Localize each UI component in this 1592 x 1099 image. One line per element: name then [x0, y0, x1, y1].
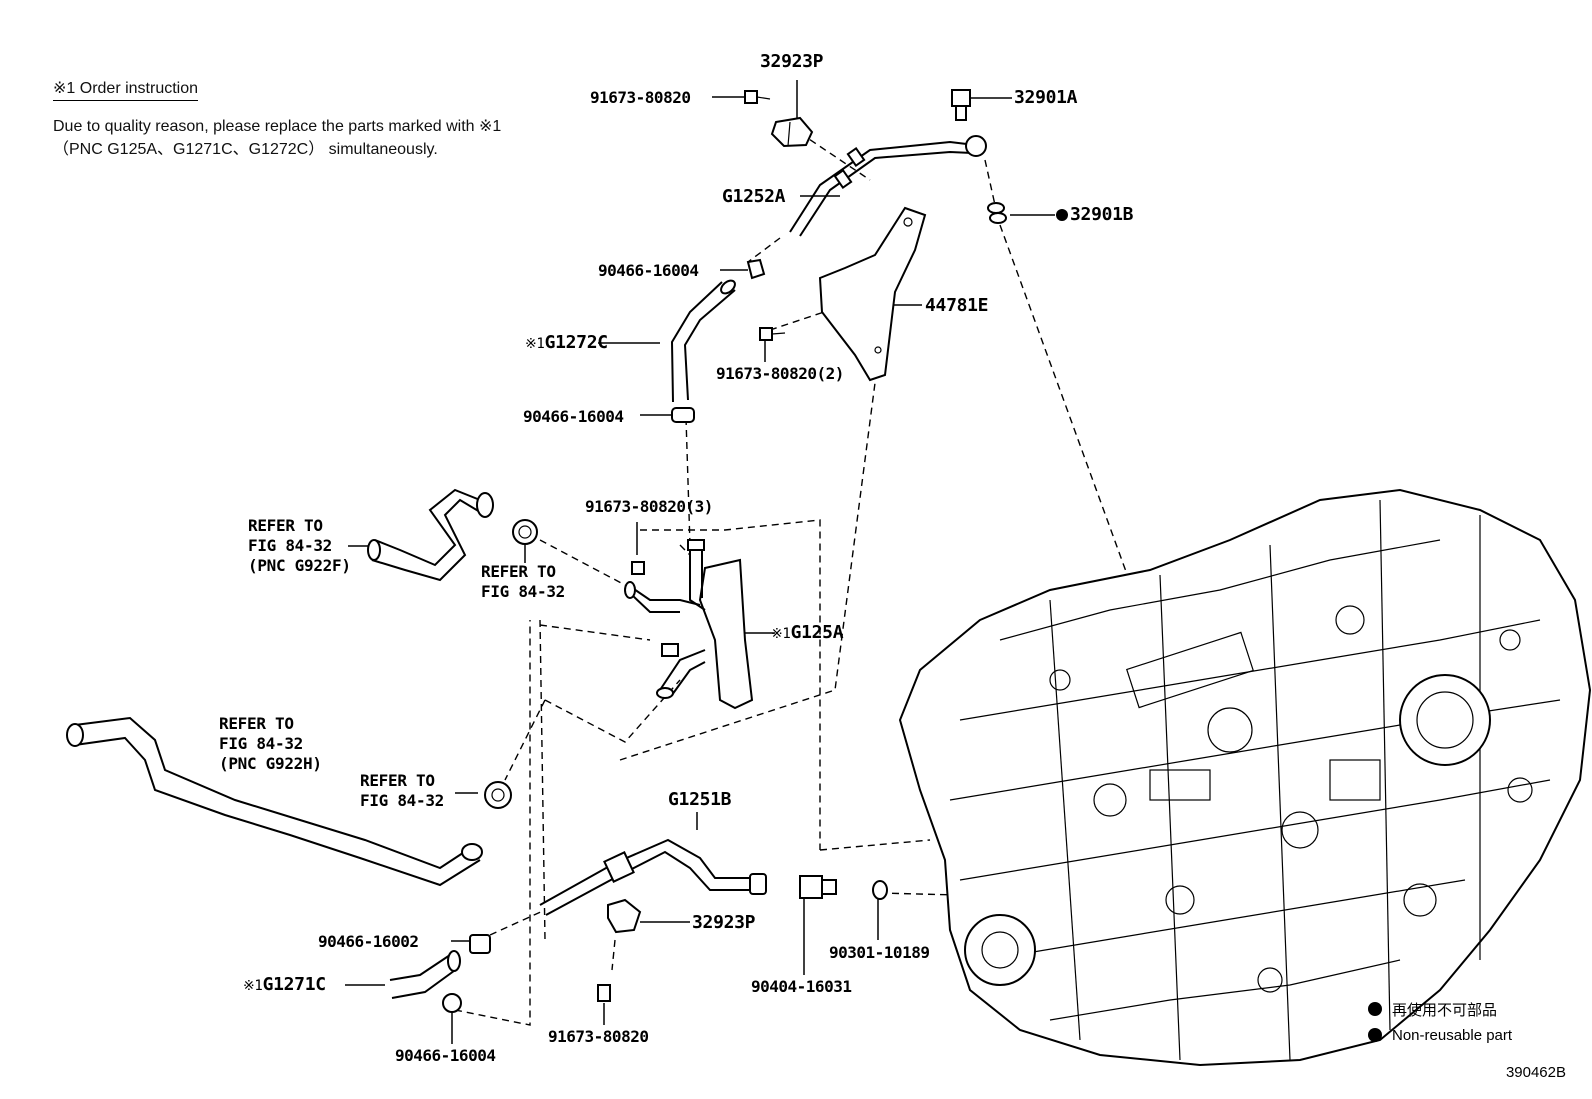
legend-text-en: Non-reusable part	[1392, 1026, 1513, 1044]
clip-refer-top	[512, 519, 538, 545]
bolt-91673-top	[744, 90, 771, 104]
refer-line: FIG 84-32	[248, 536, 332, 555]
clamp-32923p-top	[770, 116, 814, 148]
label-g1252a: G1252A	[722, 186, 786, 207]
gasket-90301-10189	[872, 880, 888, 900]
pipe-g1251b	[539, 838, 767, 916]
label-g1251b: G1251B	[668, 789, 732, 810]
refer-fig-84-32-a: REFER TO FIG 84-32	[481, 562, 565, 602]
legend-dot-icon	[1368, 1028, 1382, 1042]
label-g1272c-text: G1272C	[544, 332, 609, 353]
mark-prefix: ※1	[243, 978, 263, 994]
label-g1271c-text: G1271C	[262, 974, 327, 995]
clip-90466-16004-a	[746, 258, 766, 280]
label-90404-16031: 90404-16031	[751, 977, 852, 996]
refer-line: FIG 84-32	[360, 791, 444, 810]
union-90404-16031	[799, 875, 837, 899]
notice-line-1: Due to quality reason, please replace th…	[53, 118, 502, 135]
refer-line: FIG 84-32	[219, 734, 303, 753]
union-bolt-32901a	[951, 89, 971, 121]
hose-g1271c	[389, 950, 461, 999]
clip-90466-16004-c	[442, 993, 462, 1013]
label-91673-80820-top: 91673-80820	[590, 88, 691, 107]
label-90466-16004-a: 90466-16004	[598, 261, 699, 280]
refer-line: (PNC G922H)	[219, 754, 322, 773]
bolt-91673-bottom	[597, 984, 611, 1002]
label-90466-16004-c: 90466-16004	[395, 1046, 496, 1065]
label-32923p-bottom: 32923P	[692, 912, 756, 933]
leader-lines	[345, 80, 1055, 1044]
pipe-g1252a	[789, 135, 987, 237]
label-g1271c: ※1G1271C	[243, 975, 326, 996]
legend-row-jp: 再使用不可部品	[1368, 996, 1512, 1022]
label-91673-80820-3: 91673-80820(3)	[585, 497, 713, 516]
order-instruction-notice: ※1 Order instruction Due to quality reas…	[53, 78, 501, 161]
clip-refer-bottom	[484, 781, 512, 809]
bolt-91673-bracket	[759, 327, 786, 341]
label-91673-80820-2: 91673-80820(2)	[716, 364, 844, 383]
connection-lines	[454, 132, 1151, 1026]
label-32923p-top: 32923P	[760, 51, 824, 72]
mark-prefix: ※1	[525, 336, 545, 352]
legend-text-jp: 再使用不可部品	[1392, 1001, 1498, 1019]
refer-line: REFER TO	[481, 562, 556, 581]
refer-fig-84-32-b: REFER TO FIG 84-32	[360, 771, 444, 811]
label-90301-10189: 90301-10189	[829, 943, 930, 962]
refer-g922h: REFER TO FIG 84-32 (PNC G922H)	[219, 714, 322, 774]
legend-row-en: Non-reusable part	[1368, 1022, 1512, 1048]
label-91673-80820-bottom: 91673-80820	[548, 1027, 649, 1046]
legend: 再使用不可部品 Non-reusable part	[1368, 996, 1512, 1048]
refer-line: (PNC G922F)	[248, 556, 351, 575]
label-32901b-text: 32901B	[1070, 204, 1134, 225]
mark-prefix: ※1	[771, 626, 791, 642]
label-44781e: 44781E	[925, 295, 989, 316]
label-32901b: 32901B	[1056, 204, 1134, 225]
hose-g922h	[66, 716, 483, 887]
refer-line: REFER TO	[219, 714, 294, 733]
gasket-32901b	[987, 202, 1007, 224]
hose-g1272c	[670, 279, 736, 403]
clip-90466-16004-b	[671, 407, 695, 423]
label-g125a: ※1G125A	[771, 622, 844, 644]
label-32901a: 32901A	[1014, 87, 1078, 108]
refer-g922f: REFER TO FIG 84-32 (PNC G922F)	[248, 516, 351, 576]
bolt-91673-3	[631, 561, 645, 575]
notice-title: ※1 Order instruction	[53, 78, 199, 101]
label-g125a-text: G125A	[790, 622, 844, 643]
label-g1272c: ※1G1272C	[525, 333, 608, 354]
bracket-44781e	[818, 206, 927, 382]
refer-line: FIG 84-32	[481, 582, 565, 601]
clip-90466-16002	[469, 934, 491, 954]
figure-number: 390462B	[1505, 1064, 1566, 1081]
legend-dot-icon	[1368, 1002, 1382, 1016]
label-90466-16002: 90466-16002	[318, 932, 419, 951]
hose-g922f	[367, 488, 494, 582]
clamp-32923p-bottom	[607, 898, 642, 934]
non-reusable-dot	[1056, 209, 1068, 221]
refer-line: REFER TO	[360, 771, 435, 790]
label-90466-16004-b: 90466-16004	[523, 407, 624, 426]
refer-line: REFER TO	[248, 516, 323, 535]
notice-line-2: （PNC G125A、G1271C、G1272C） simultaneously…	[53, 141, 438, 158]
transaxle-assembly	[898, 488, 1592, 1067]
cooler-g125a	[624, 539, 754, 710]
